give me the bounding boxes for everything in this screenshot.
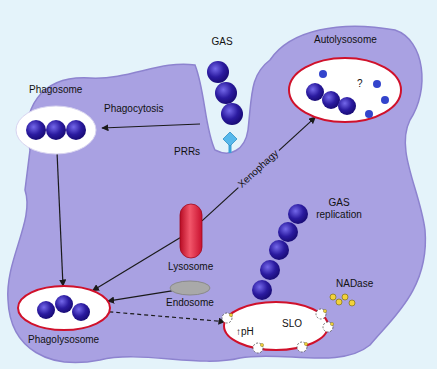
gas-bacterium [260,260,280,280]
slo-pore [222,313,232,323]
phagolysosome: Phagolysosome [14,284,114,350]
damaged-vacuole [224,302,328,350]
node-label: Phagosome [29,84,82,96]
slo-subunit [330,322,333,325]
node-label: Lysosome [168,261,213,273]
gas-bacterium [46,120,66,140]
endosome: Endosome [158,280,222,311]
gas-bacterium [26,120,46,140]
edge-label: Xenophagy [234,146,282,192]
callout-label: GAS replication [310,197,368,221]
callout-label: PRRs [174,146,200,158]
connector-arrow [202,117,315,221]
callout-label: GAS [204,36,240,48]
lysosomal-content [373,80,381,88]
connector-arrow [93,238,181,291]
slo-pore [297,342,307,352]
node-label: Phagolysosome [28,334,99,346]
lysosomal-content [319,70,327,78]
gas-bacterium [306,83,324,101]
node-label: Autolysosome [314,34,377,46]
phagosome-vacuole [16,106,96,154]
connector-arrow [108,291,172,301]
phagolysosome-vacuole [18,286,110,330]
autolysosome-shape [285,34,405,126]
endosome-vesicle [170,281,210,295]
lysosome-capsule [180,204,202,258]
gas-bacterium [37,301,55,319]
slo-pore [316,309,326,319]
autolysosome: Autolysosome? [285,34,405,126]
slo-pore [323,322,333,332]
gas-bacterium [66,120,86,140]
lysosomal-content [365,110,373,118]
gas-bacterium [207,61,229,83]
gas-bacterium [288,204,308,224]
node-label: Endosome [166,297,214,309]
ruptured-phagolysosome: SLO ↑pH [220,296,332,352]
phagosome: Phagosome [12,84,100,158]
gas-bacterium [55,295,73,313]
gas-bacterium [322,91,340,109]
slo-subunit [304,342,307,345]
connector-arrow [57,154,63,286]
gas-bacterium [269,240,289,260]
gas-bacterium [215,82,237,104]
gas-bacterium [221,103,243,125]
prr-receptor [223,132,237,146]
lysosomal-content [381,96,389,104]
gas-bacterium [338,97,356,115]
gas-bacterium [278,222,298,242]
phagocytosis-arrow [102,124,200,128]
callout-label: NADase [336,278,373,290]
nadase-molecule [336,299,342,305]
slo-subunit [260,343,263,346]
phagosome-shape [12,84,100,158]
node-text: ? [357,78,363,90]
nadase-molecule [349,300,355,306]
autolysosome-vacuole [289,58,401,122]
cell-body [8,26,426,362]
slo-subunit [229,313,232,316]
slo-subunit [323,309,326,312]
callout-label: Phagocytosis [104,103,163,115]
connector-arrow [109,312,225,322]
ruptured-phagolysosome-shape [220,296,332,352]
node-text: ↑pH [236,326,254,338]
slo-pore [253,343,263,353]
nadase-molecules [330,294,355,306]
gas-bacterium [72,303,90,321]
lysosome: Lysosome [160,200,222,276]
gas-bacterium [252,280,272,300]
nadase-molecule [342,294,348,300]
node-label: SLO [282,318,302,330]
nadase-molecule [330,294,336,300]
